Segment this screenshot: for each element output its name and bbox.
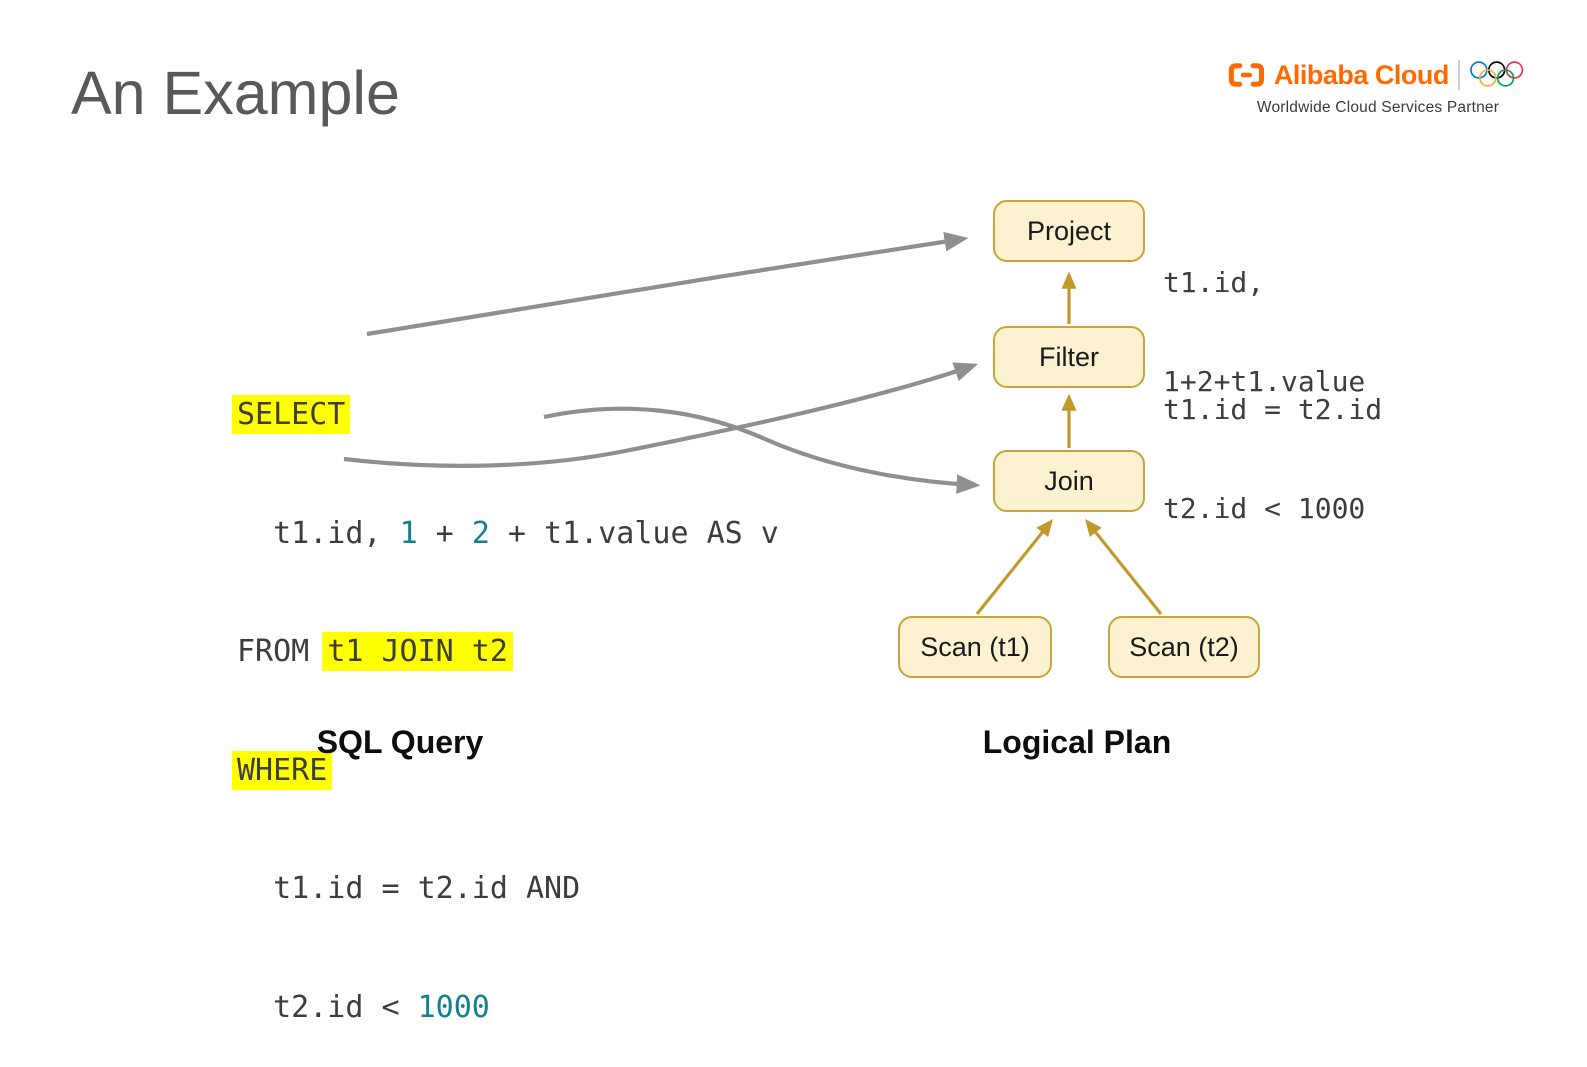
code-line-select: SELECT — [232, 395, 779, 435]
plan-node-scan-t1: Scan (t1) — [898, 616, 1052, 678]
select-keyword-highlight: SELECT — [232, 395, 351, 434]
logo-tagline: Worldwide Cloud Services Partner — [1256, 99, 1500, 116]
code-text: t2.id < — [237, 989, 418, 1025]
slide-title: An Example — [71, 59, 400, 127]
plan-node-label: Filter — [1039, 341, 1099, 372]
logo-divider — [1457, 60, 1460, 90]
arrow-from-to-join — [543, 406, 981, 494]
caption-logical-plan: Logical Plan — [982, 724, 1172, 760]
annotation-line: t2.id < 1000 — [1163, 492, 1366, 525]
plan-node-join: Join — [993, 450, 1145, 512]
plan-node-filter: Filter — [993, 326, 1145, 388]
plan-node-scan-t2: Scan (t2) — [1108, 616, 1260, 678]
code-line-projection: t1.id, 1 + 2 + t1.value AS v — [237, 514, 779, 554]
plan-node-label: Scan (t1) — [920, 631, 1030, 662]
sql-query-code: SELECT t1.id, 1 + 2 + t1.value AS v FROM… — [232, 316, 779, 1067]
arrow-scan2-to-join — [1084, 518, 1163, 615]
arrow-scan1-to-join — [975, 518, 1054, 615]
code-line-predicate1: t1.id = t2.id AND — [237, 869, 779, 909]
arrow-select-to-project — [366, 231, 969, 337]
code-text: t1.id, — [237, 515, 400, 551]
brand-name: Alibaba Cloud — [1273, 59, 1450, 90]
literal-2: 2 — [471, 515, 490, 551]
code-text: FROM — [237, 634, 328, 669]
code-text: t1.id = t2.id AND — [237, 871, 581, 906]
annotation-line: t1.id, — [1163, 266, 1265, 299]
code-line-from: FROM t1 JOIN t2 — [237, 632, 779, 672]
alibaba-cloud-logo: Alibaba Cloud Worldwide Cloud Services P… — [1228, 56, 1528, 117]
where-keyword-highlight: WHERE — [232, 750, 333, 790]
plan-node-project: Project — [993, 200, 1145, 262]
annotation-line: 1+2+t1.value — [1163, 365, 1366, 398]
code-text: + t1.value AS v — [489, 515, 779, 551]
literal-1: 1 — [399, 515, 418, 551]
logo-row: Alibaba Cloud — [1228, 56, 1528, 94]
annotation-line: t1.id = t2.id — [1163, 393, 1383, 426]
alibaba-cloud-brackets-icon — [1228, 63, 1265, 87]
arrow-where-to-filter — [343, 362, 979, 468]
join-clause-highlight: t1 JOIN t2 — [322, 632, 513, 671]
plan-node-label: Scan (t2) — [1129, 631, 1239, 662]
literal-1000: 1000 — [417, 989, 490, 1025]
filter-annotation: t1.id = t2.id t2.id < 1000 — [1163, 327, 1382, 558]
olympic-rings-icon — [1469, 61, 1523, 87]
project-annotation: t1.id, 1+2+t1.value — [1163, 200, 1365, 431]
plan-node-label: Project — [1026, 215, 1112, 246]
caption-sql-query: SQL Query — [316, 724, 484, 760]
arrow-layer — [343, 231, 1163, 615]
plan-node-label: Join — [1044, 465, 1094, 496]
code-text: + — [417, 515, 472, 551]
code-line-where: WHERE — [232, 750, 779, 791]
code-line-predicate2: t2.id < 1000 — [237, 988, 779, 1028]
